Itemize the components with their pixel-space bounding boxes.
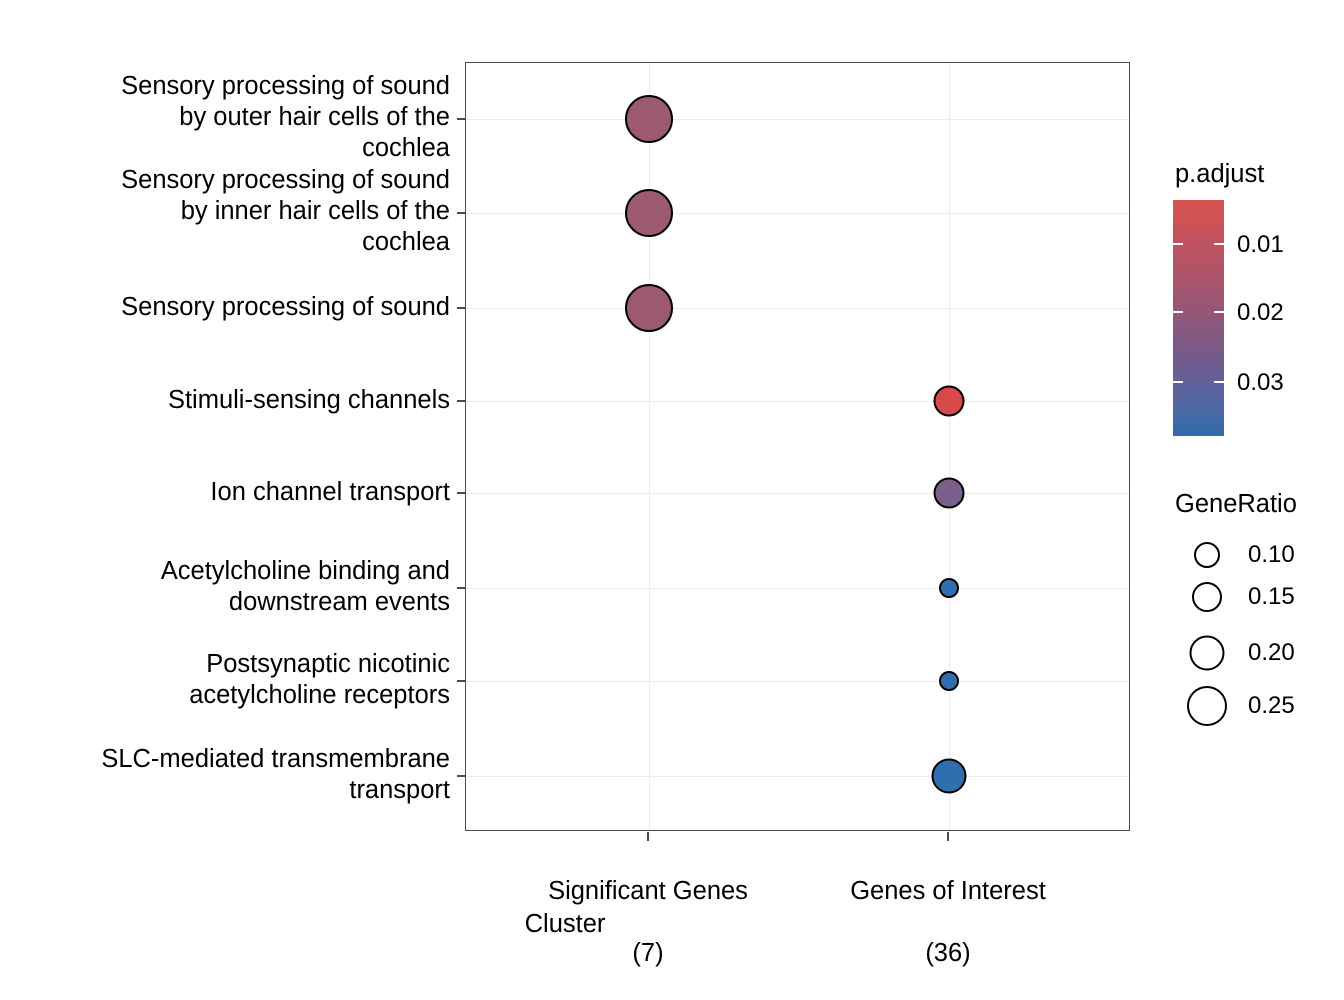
size-legend-label-2: 0.20 (1248, 639, 1295, 666)
gridline-horizontal (466, 776, 1129, 778)
data-point-postsynaptic-nicotinic[interactable] (939, 671, 959, 691)
x-axis-tick (947, 832, 949, 841)
chart-root: Sensory processing of sound by outer hai… (101, 62, 1297, 967)
gridline-vertical (949, 63, 951, 830)
y-axis-label-slc-mediated: SLC-mediated transmembrane transport (101, 745, 450, 804)
gridline-horizontal (466, 681, 1129, 683)
color-legend-tick-label-2: 0.03 (1237, 369, 1284, 396)
x-axis-label-count: (7) (632, 939, 664, 967)
x-axis-label-name: Genes of Interest (850, 877, 1046, 905)
size-legend-circle-2 (1189, 635, 1225, 671)
y-axis-tick (457, 400, 466, 402)
size-legend-circle-0 (1194, 542, 1220, 568)
y-axis-tick (457, 587, 466, 589)
y-axis-label-sensory-outer: Sensory processing of sound by outer hai… (121, 72, 450, 162)
x-axis-label-significant-genes: Significant Genes (7) (498, 845, 798, 1000)
gridline-horizontal (466, 493, 1129, 495)
size-legend-label-3: 0.25 (1248, 692, 1295, 719)
size-legend-circle-3 (1187, 686, 1227, 726)
x-axis-tick (647, 832, 649, 841)
y-axis-tick (457, 212, 466, 214)
y-axis-tick (457, 307, 466, 309)
data-point-ion-channel[interactable] (933, 477, 965, 509)
gridline-horizontal (466, 588, 1129, 590)
data-point-sensory-sound[interactable] (625, 284, 673, 332)
gridline-horizontal (466, 213, 1129, 215)
data-point-stimuli-sensing[interactable] (933, 385, 965, 417)
x-axis-label-genes-of-interest: Genes of Interest (36) (798, 845, 1098, 1000)
colorbar-tick (1173, 381, 1183, 384)
size-legend-circle-1 (1192, 582, 1222, 612)
colorbar-tick (1214, 381, 1224, 384)
y-axis-tick (457, 492, 466, 494)
gridline-horizontal (466, 308, 1129, 310)
colorbar-tick (1214, 311, 1224, 314)
x-axis-title: Cluster (524, 910, 606, 938)
color-legend-gradient-bar (1173, 200, 1224, 436)
data-point-acetylcholine-binding[interactable] (939, 578, 959, 598)
size-legend-label-1: 0.15 (1248, 583, 1295, 610)
y-axis-label-postsynaptic-nicotinic: Postsynaptic nicotinic acetylcholine rec… (189, 650, 450, 709)
y-axis-tick (457, 775, 466, 777)
color-legend-tick-label-0: 0.01 (1237, 231, 1284, 258)
color-legend-tick-label-1: 0.02 (1237, 299, 1284, 326)
size-legend-label-0: 0.10 (1248, 541, 1295, 568)
plot-panel (465, 62, 1130, 831)
gridline-horizontal (466, 119, 1129, 121)
y-axis-label-sensory-inner: Sensory processing of sound by inner hai… (121, 166, 450, 256)
color-legend-title: p.adjust (1175, 160, 1265, 188)
colorbar-tick (1173, 311, 1183, 314)
gridline-vertical (649, 63, 651, 830)
y-axis-label-sensory-sound: Sensory processing of sound (121, 293, 450, 321)
colorbar-tick (1173, 243, 1183, 246)
x-axis-label-name: Significant Genes (548, 877, 748, 905)
y-axis-label-acetylcholine-binding: Acetylcholine binding and downstream eve… (160, 557, 450, 616)
y-axis-tick (457, 680, 466, 682)
size-legend-title: GeneRatio (1175, 490, 1297, 518)
y-axis-label-stimuli-sensing: Stimuli-sensing channels (167, 386, 450, 414)
gridline-horizontal (466, 401, 1129, 403)
colorbar-tick (1214, 243, 1224, 246)
data-point-sensory-outer[interactable] (625, 95, 673, 143)
x-axis-label-count: (36) (925, 939, 971, 967)
y-axis-tick (457, 118, 466, 120)
data-point-slc-mediated[interactable] (931, 758, 967, 794)
data-point-sensory-inner[interactable] (625, 189, 673, 237)
y-axis-label-ion-channel: Ion channel transport (210, 478, 450, 506)
